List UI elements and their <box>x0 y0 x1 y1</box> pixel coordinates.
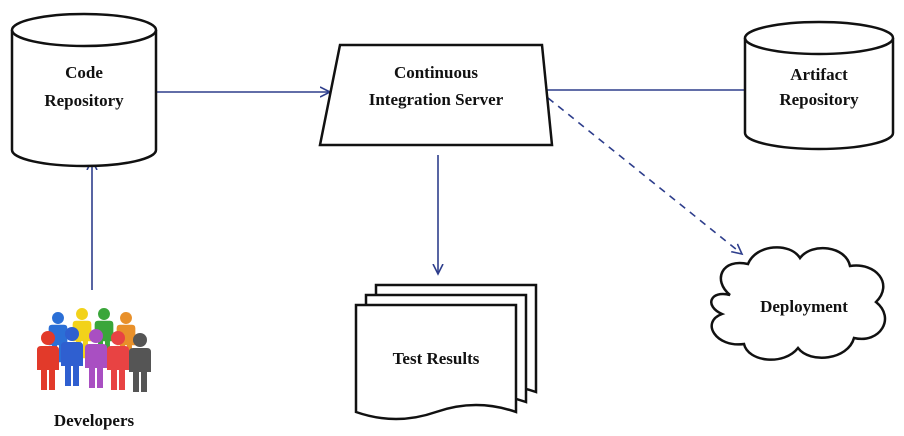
code-repository-label-line1: Code <box>65 63 103 82</box>
person-figure <box>107 331 129 390</box>
person-figure <box>129 333 151 392</box>
person-figure <box>85 329 107 388</box>
artifact-repository-cylinder: Artifact Repository <box>743 20 895 151</box>
artifact-repository-label-line2: Repository <box>779 90 859 109</box>
artifact-repository-label-line1: Artifact <box>790 65 848 84</box>
deployment-cloud: Deployment <box>710 246 887 361</box>
test-results-label: Test Results <box>393 349 480 368</box>
code-repository-label-line2: Repository <box>44 91 124 110</box>
code-repository-cylinder: Code Repository <box>10 12 158 168</box>
person-figure <box>37 331 59 390</box>
arrow-ci-to-deployment-dashed <box>547 97 742 254</box>
ci-server-trapezoid: Continuous Integration Server <box>318 43 554 147</box>
person-figure <box>61 327 83 386</box>
deployment-label: Deployment <box>760 297 848 316</box>
ci-server-label-line2: Integration Server <box>369 90 504 109</box>
test-results-document-stack: Test Results <box>354 283 538 421</box>
developers-people-icon <box>37 308 151 392</box>
developers-label: Developers <box>54 411 135 430</box>
ci-server-label-line1: Continuous <box>394 63 478 82</box>
